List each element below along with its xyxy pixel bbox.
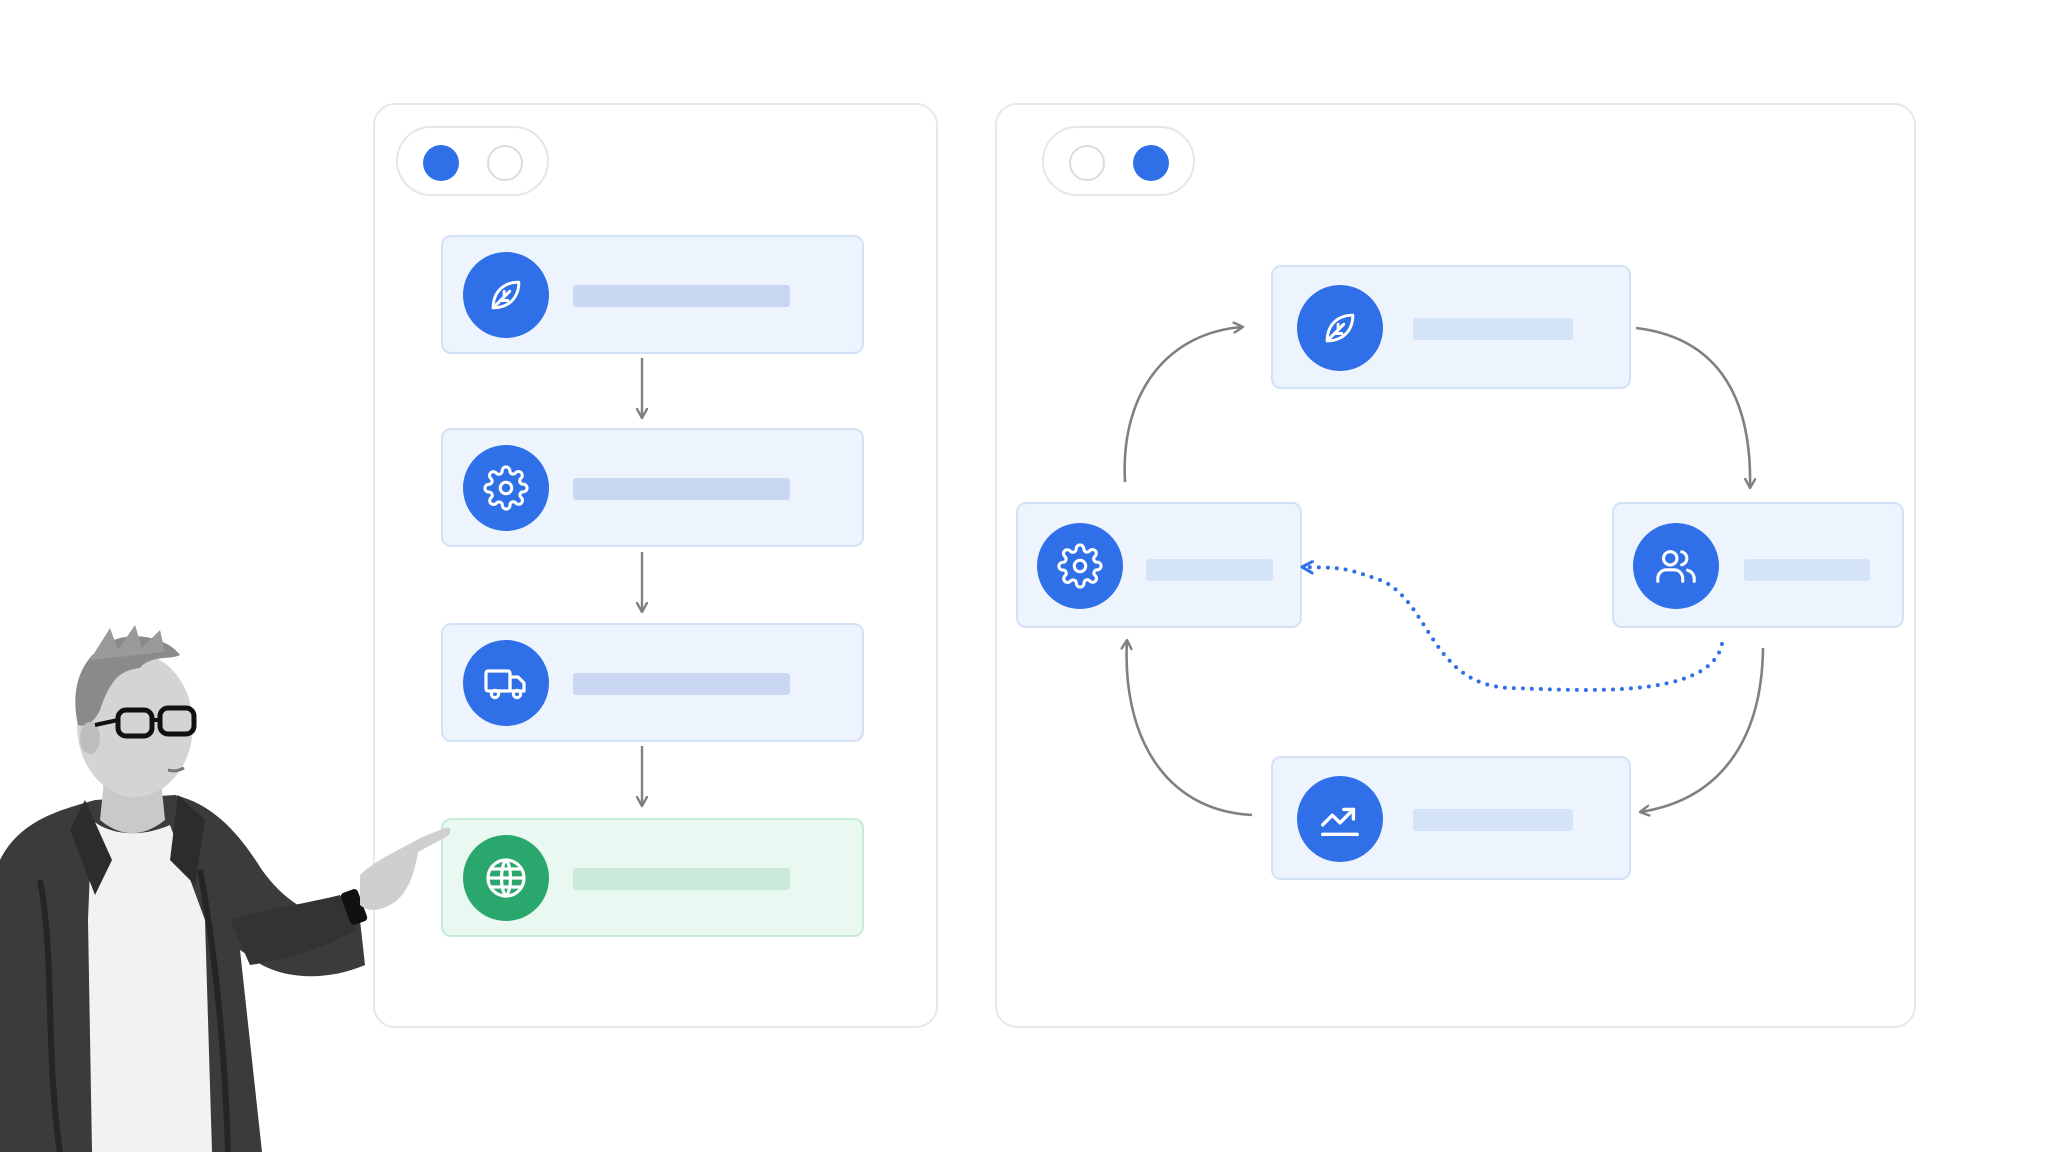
arrow-right-to-bottom [1640,647,1765,812]
linear-step-2[interactable] [441,428,864,547]
arrow-bottom-to-left [1127,640,1253,817]
toggle-option-cycle[interactable] [1133,145,1169,181]
linear-step-1[interactable] [441,235,864,354]
leaf-icon [463,252,549,338]
node-label-placeholder [1413,318,1573,340]
cycle-node-bottom[interactable] [1271,756,1631,880]
users-icon [1633,523,1719,609]
globe-icon [463,835,549,921]
node-label-placeholder [1413,809,1573,831]
step-label-placeholder [573,285,790,307]
feedback-arrow-dotted [1300,567,1724,692]
gear-icon [1037,523,1123,609]
leaf-icon [1297,285,1383,371]
trend-up-icon [1297,776,1383,862]
step-label-placeholder [573,673,790,695]
node-label-placeholder [1744,559,1870,581]
linear-view-toggle[interactable] [396,126,549,196]
arrow-top-to-right [1635,326,1750,488]
cycle-node-right[interactable] [1612,502,1904,628]
arrow-left-to-top [1123,327,1243,483]
truck-icon [463,640,549,726]
node-label-placeholder [1146,559,1273,581]
cycle-node-left[interactable] [1016,502,1302,628]
toggle-option-linear[interactable] [423,145,459,181]
cycle-view-toggle[interactable] [1042,126,1195,196]
linear-step-3[interactable] [441,623,864,742]
presenter-pointing-illustration [0,625,451,1152]
step-label-placeholder [573,868,790,890]
gear-icon [463,445,549,531]
linear-step-4[interactable] [441,818,864,937]
toggle-option-linear[interactable] [1069,145,1105,181]
toggle-option-cycle[interactable] [487,145,523,181]
step-label-placeholder [573,478,790,500]
cycle-node-top[interactable] [1271,265,1631,389]
